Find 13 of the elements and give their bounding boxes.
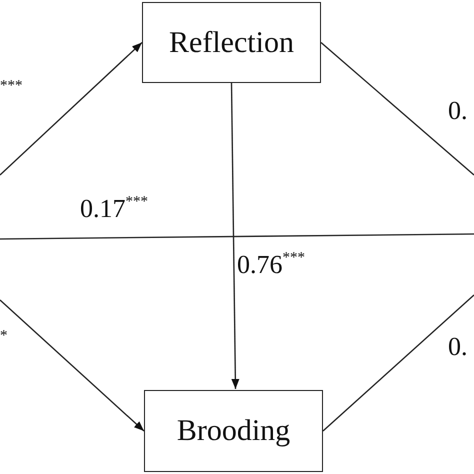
edge-label: *** (0, 80, 22, 96)
arrow (0, 42, 142, 176)
arrow (0, 300, 144, 432)
variable-box (144, 390, 323, 472)
arrow (230, 83, 240, 389)
edge-label: 0. (448, 334, 468, 360)
coefficient-label: 0.17$^{***}$ (80, 196, 148, 222)
edge-label: 0. (448, 98, 468, 124)
variable-name: Reflection (169, 26, 294, 60)
variable-box (142, 2, 321, 83)
variable-name: Brooding (176, 414, 290, 448)
edge-label: 0.76$^{***}$ (237, 252, 305, 278)
edge-label: * (0, 330, 8, 346)
